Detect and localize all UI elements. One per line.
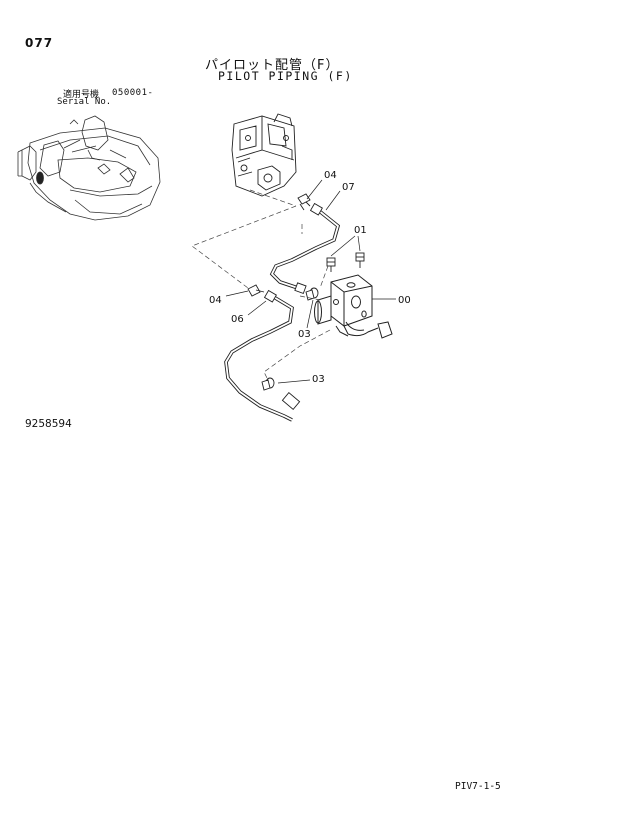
fitting-04-left [247, 284, 265, 297]
bolt-01-a [326, 257, 336, 272]
callout-03-middle: 03 [298, 329, 311, 340]
footer-page-code: PIV7-1-5 [455, 781, 501, 792]
excavator-thumbnail [17, 115, 161, 221]
title-japanese: パイロット配管（F） [205, 58, 340, 73]
hose-07 [269, 202, 341, 295]
page-number: 077 [25, 36, 54, 50]
control-valve-assembly [231, 113, 297, 197]
callout-03-bottom: 03 [312, 374, 325, 385]
callout-07: 07 [342, 182, 355, 193]
drawing-number: 9258594 [25, 418, 72, 430]
callout-06: 06 [231, 314, 244, 325]
callout-04-left: 04 [209, 295, 222, 306]
leader-lines [225, 179, 396, 384]
alignment-dashed-lines [191, 189, 331, 381]
fitting-03-bottom [261, 377, 275, 391]
solenoid-valve-block [314, 274, 393, 339]
serial-number-value: 050001- [112, 88, 154, 98]
serial-label-japanese: 適用号機 [63, 90, 100, 100]
callout-00: 00 [398, 295, 411, 306]
bolt-01-b [355, 252, 365, 268]
title-english: PILOT PIPING (F) [218, 69, 353, 83]
callout-01: 01 [354, 225, 367, 236]
pipe-06 [224, 289, 301, 422]
fitting-04-top [297, 193, 311, 211]
serial-label-english: Serial No. [57, 97, 112, 107]
callout-04-top: 04 [324, 170, 337, 181]
